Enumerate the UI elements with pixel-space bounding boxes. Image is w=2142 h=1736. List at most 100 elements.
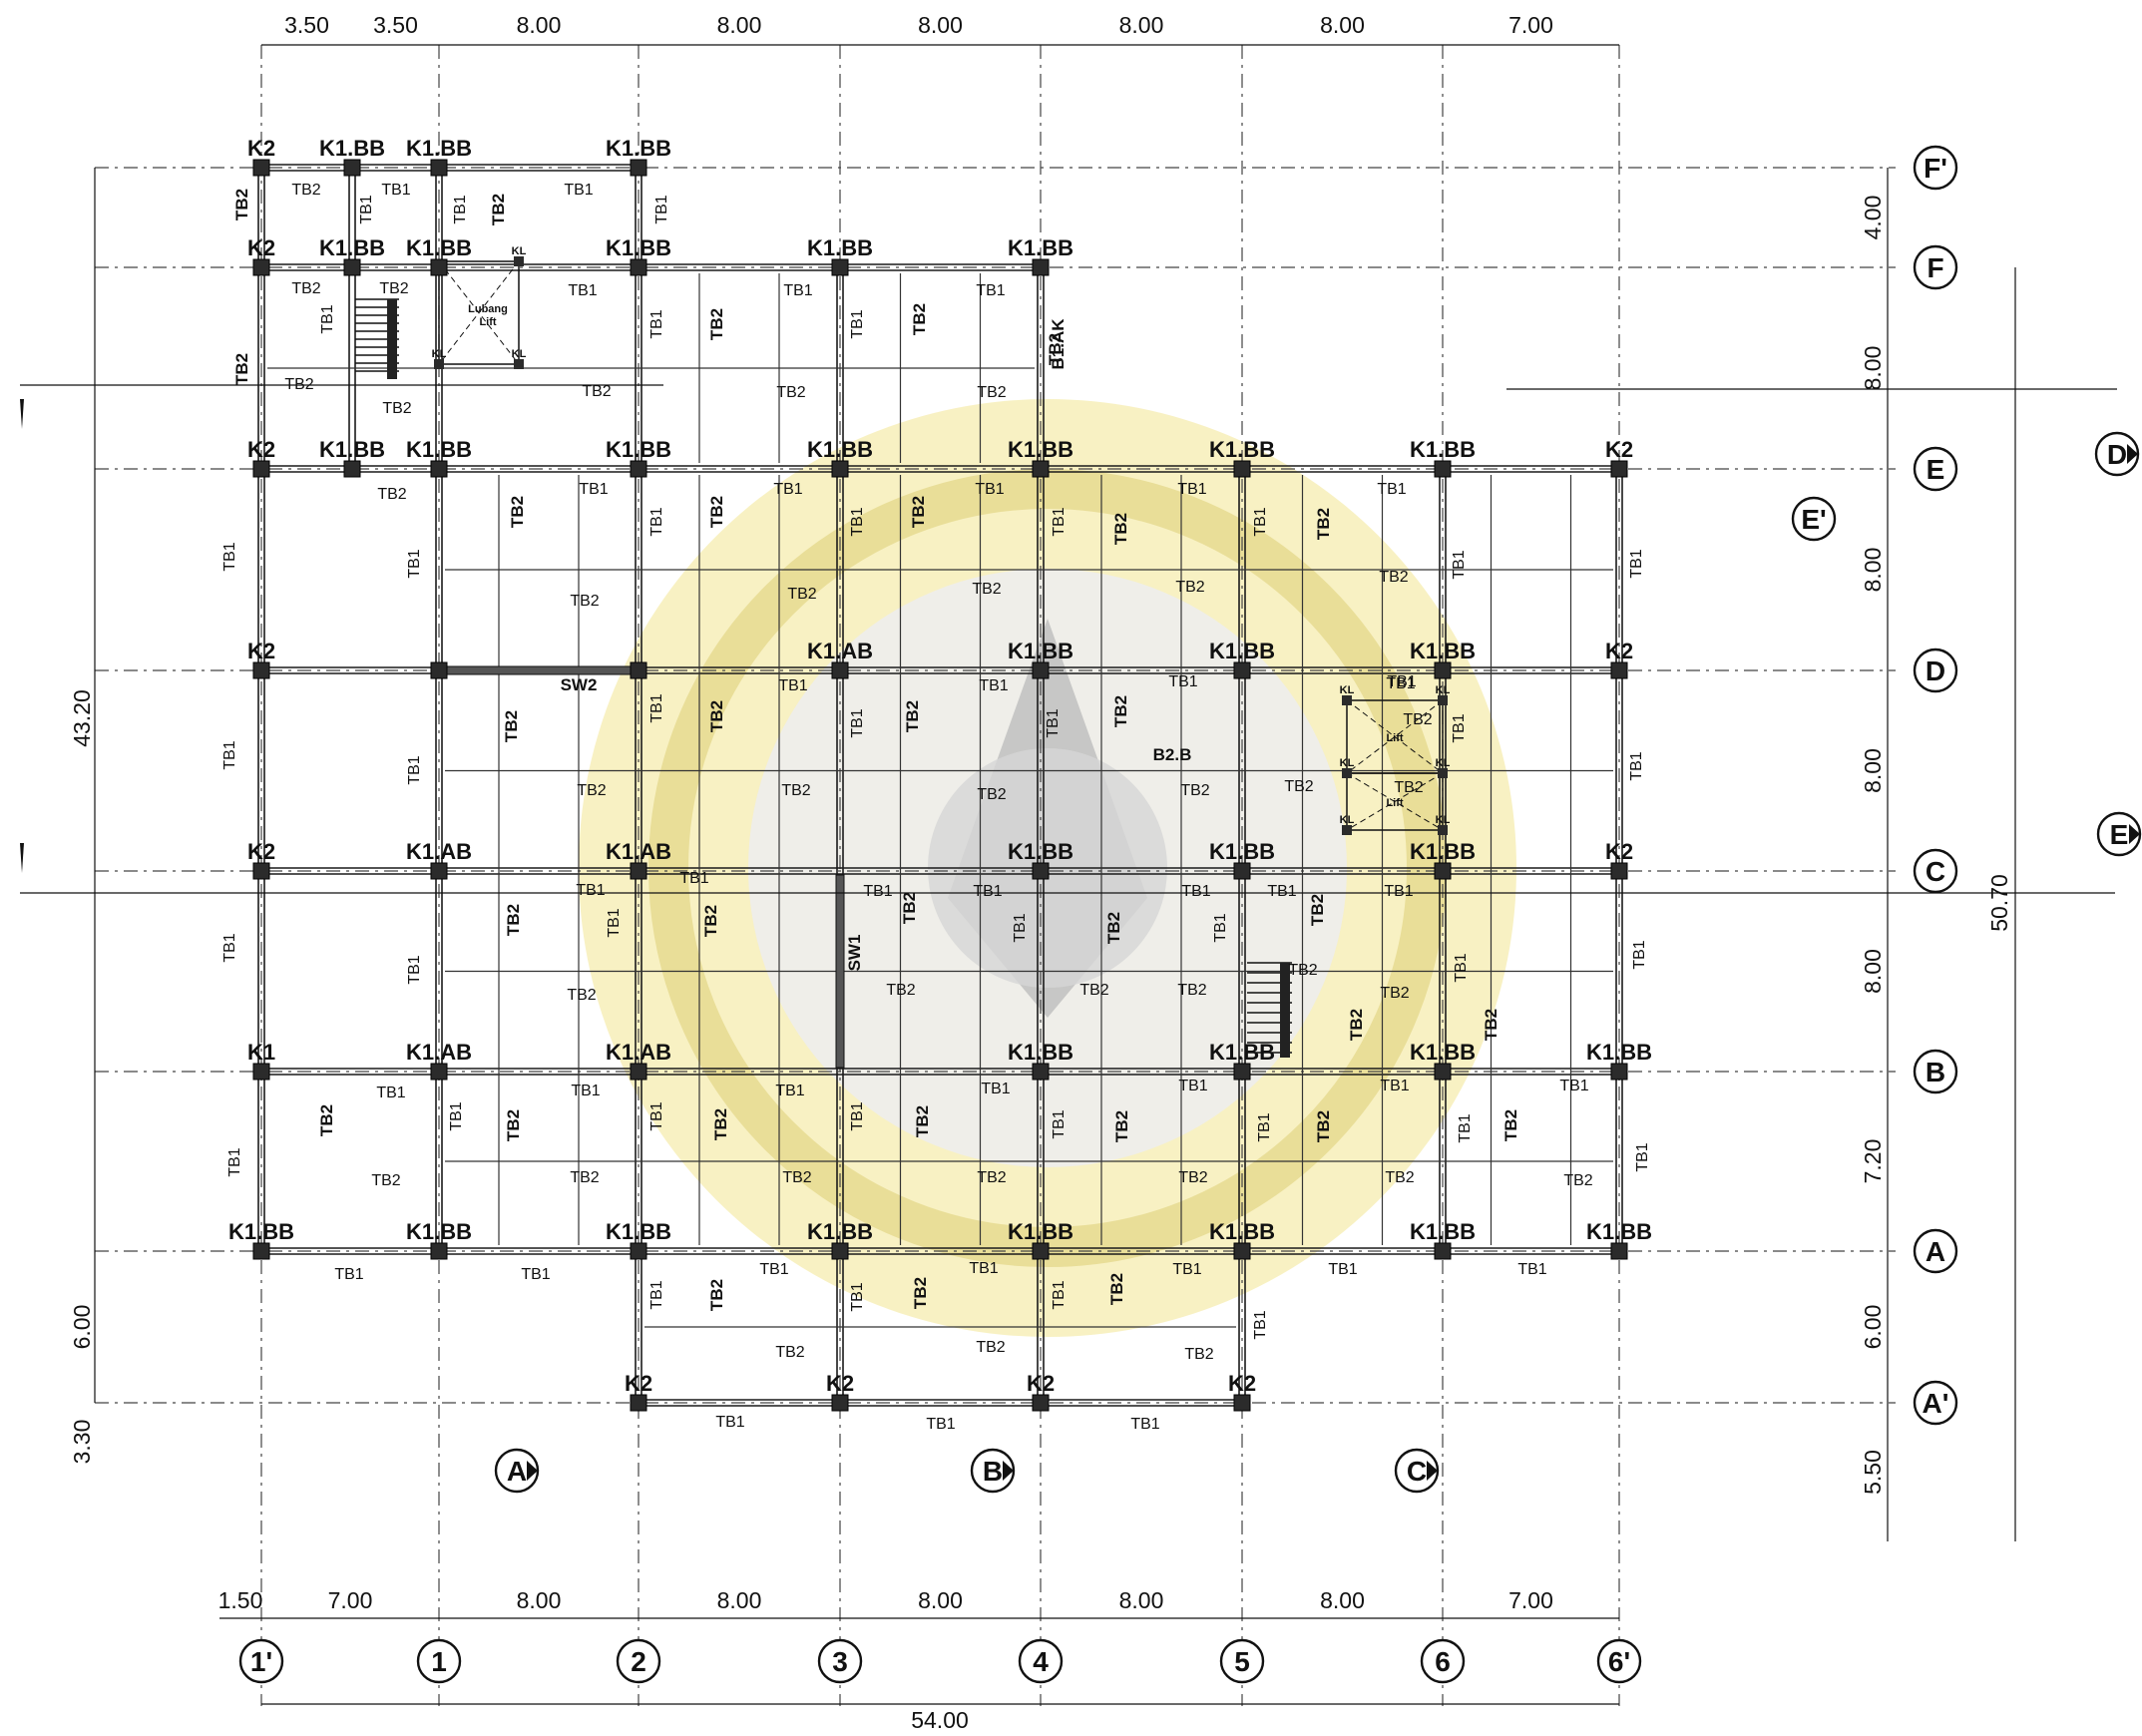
grid-and-beam-lines	[95, 45, 1896, 1706]
column-label: K1.AB	[606, 839, 671, 864]
column-marker	[1434, 1242, 1452, 1260]
beam-label-tb2: TB2	[707, 700, 726, 732]
beam-label-tb1: TB1	[1631, 940, 1648, 969]
lift-shaft-cross	[1346, 699, 1444, 774]
column-label: K1.BB	[319, 136, 385, 161]
beam-label-tb2: TB2	[1046, 333, 1065, 365]
beam-label-tb1: TB1	[406, 755, 423, 784]
beam-label-tb1: TB1	[358, 195, 375, 223]
column-label: K1.BB	[807, 437, 873, 462]
dimension-left-value: 6.00	[69, 1305, 95, 1350]
dimension-right-value: 8.00	[1860, 949, 1886, 994]
lift-shaft-outline	[438, 260, 520, 365]
grid-bubble-x	[1018, 1638, 1064, 1684]
column-marker-small	[514, 256, 524, 266]
beam-label-tb1: TB1	[376, 1085, 405, 1101]
beam-label-tb2: TB2	[1380, 985, 1409, 1002]
beam-label-tb2: TB2	[1178, 1169, 1207, 1186]
column-label: K1.BB	[606, 437, 671, 462]
beam-label-tb1: TB1	[648, 309, 665, 338]
beam-label-tb1: TB1	[863, 883, 892, 900]
beam-label-tb2: TB2	[508, 496, 527, 528]
beam-label-tb1: TB1	[571, 1083, 600, 1099]
grid-bubble-x	[817, 1638, 863, 1684]
beam-label-tb1: TB1	[1252, 1310, 1269, 1339]
beam-label-tb1: TB1	[221, 542, 238, 571]
beam-label-tb1: TB1	[1628, 549, 1645, 578]
column-marker	[1032, 661, 1050, 679]
column-marker	[630, 460, 647, 478]
beam-label-tb2: TB2	[489, 194, 508, 225]
lubang-lift-label: Lift	[479, 316, 496, 328]
column-label: K1.BB	[1008, 437, 1073, 462]
beam-label-tb1: TB1	[1130, 1416, 1159, 1433]
section-arrow-icon	[527, 1461, 538, 1481]
column-marker	[1032, 1394, 1050, 1412]
column-label: K2	[1228, 1371, 1256, 1396]
beam-label-tb1: TB1	[1256, 1112, 1273, 1141]
beam-label-tb1: TB1	[783, 282, 812, 299]
dimension-right-value: 8.00	[1860, 748, 1886, 793]
column-label: K1.BB	[406, 1219, 472, 1244]
grid-bubble-y	[1913, 446, 1958, 492]
beam-label-tb1: TB1	[648, 693, 665, 722]
column-marker	[1233, 460, 1251, 478]
dimension-bottom-value: 8.00	[717, 1587, 762, 1613]
beam-label-b2b: B2.B	[1153, 745, 1192, 764]
column-label: K2	[625, 1371, 652, 1396]
grid-bubble-y-label: B	[1926, 1057, 1945, 1087]
beam-label-tb2: TB2	[570, 1169, 599, 1186]
lift-label: Lift	[1386, 732, 1403, 744]
column-marker	[1610, 1063, 1628, 1081]
beam-label-tb1: TB1	[606, 908, 623, 937]
beam-label-tb1: TB1	[849, 1101, 866, 1130]
beam-label-tb2: TB2	[502, 710, 521, 742]
column-marker	[831, 1242, 849, 1260]
grid-bubble-x	[616, 1638, 661, 1684]
dimension-bottom-value: 7.00	[328, 1587, 373, 1613]
column-marker	[1032, 1242, 1050, 1260]
beam-label-tb1: TB1	[1451, 550, 1468, 579]
beam-label-tb2: TB2	[1385, 1169, 1414, 1186]
beam-label-tb1: TB1	[319, 304, 336, 333]
column-marker	[831, 460, 849, 478]
beam-label-tb1: TB1	[1267, 883, 1296, 900]
column-marker-small	[1438, 768, 1448, 778]
beam-label-tb1: TB1	[775, 1083, 804, 1099]
column-label: K2	[1027, 1371, 1055, 1396]
column-marker	[1233, 1063, 1251, 1081]
beam-label-tb1: TB1	[1377, 481, 1406, 498]
column-marker	[1610, 862, 1628, 880]
lift-shaft-cross	[438, 260, 520, 365]
dimension-top-value: 8.00	[517, 12, 562, 38]
beam-label-tb2: TB2	[1177, 982, 1206, 999]
column-label-small: KL	[1436, 757, 1451, 769]
beam-label-tb1: TB1	[976, 282, 1005, 299]
beam-label-tb2: TB2	[577, 782, 606, 799]
beam-label-tb2: TB2	[776, 384, 805, 401]
grid-bubble-y	[1913, 1380, 1958, 1426]
dimension-total-width: 54.00	[911, 1707, 969, 1733]
section-arrow-icon	[2127, 444, 2138, 464]
beam-label-tb1: TB1	[1628, 751, 1645, 780]
column-marker	[1032, 862, 1050, 880]
beam-label-tb1: TB1	[849, 708, 866, 737]
beam-label-tb1: TB1	[576, 882, 605, 899]
beam-label-tb2: TB2	[371, 1172, 400, 1189]
column-label: K1.BB	[1209, 1040, 1275, 1065]
column-marker	[1032, 1063, 1050, 1081]
column-marker	[1434, 862, 1452, 880]
column-label: K1.BB	[1209, 839, 1275, 864]
grid-bubble-y-label: C	[1926, 856, 1945, 887]
dimension-bottom-value: 7.00	[1508, 1587, 1553, 1613]
column-label: K1.BB	[1410, 639, 1476, 663]
beam-label-tb2: TB2	[1184, 1346, 1213, 1363]
beam-label-tb2: TB2	[1379, 569, 1408, 586]
column-marker	[630, 159, 647, 177]
dimension-left-value: 3.30	[69, 1420, 95, 1465]
column-label: K1.BB	[319, 437, 385, 462]
grid-bubble-x	[1420, 1638, 1466, 1684]
beam-label-b1ak: B1.AK	[1049, 318, 1068, 370]
beam-label-tb1: TB1	[1012, 913, 1029, 942]
beam-label-tb2: TB2	[382, 400, 411, 417]
